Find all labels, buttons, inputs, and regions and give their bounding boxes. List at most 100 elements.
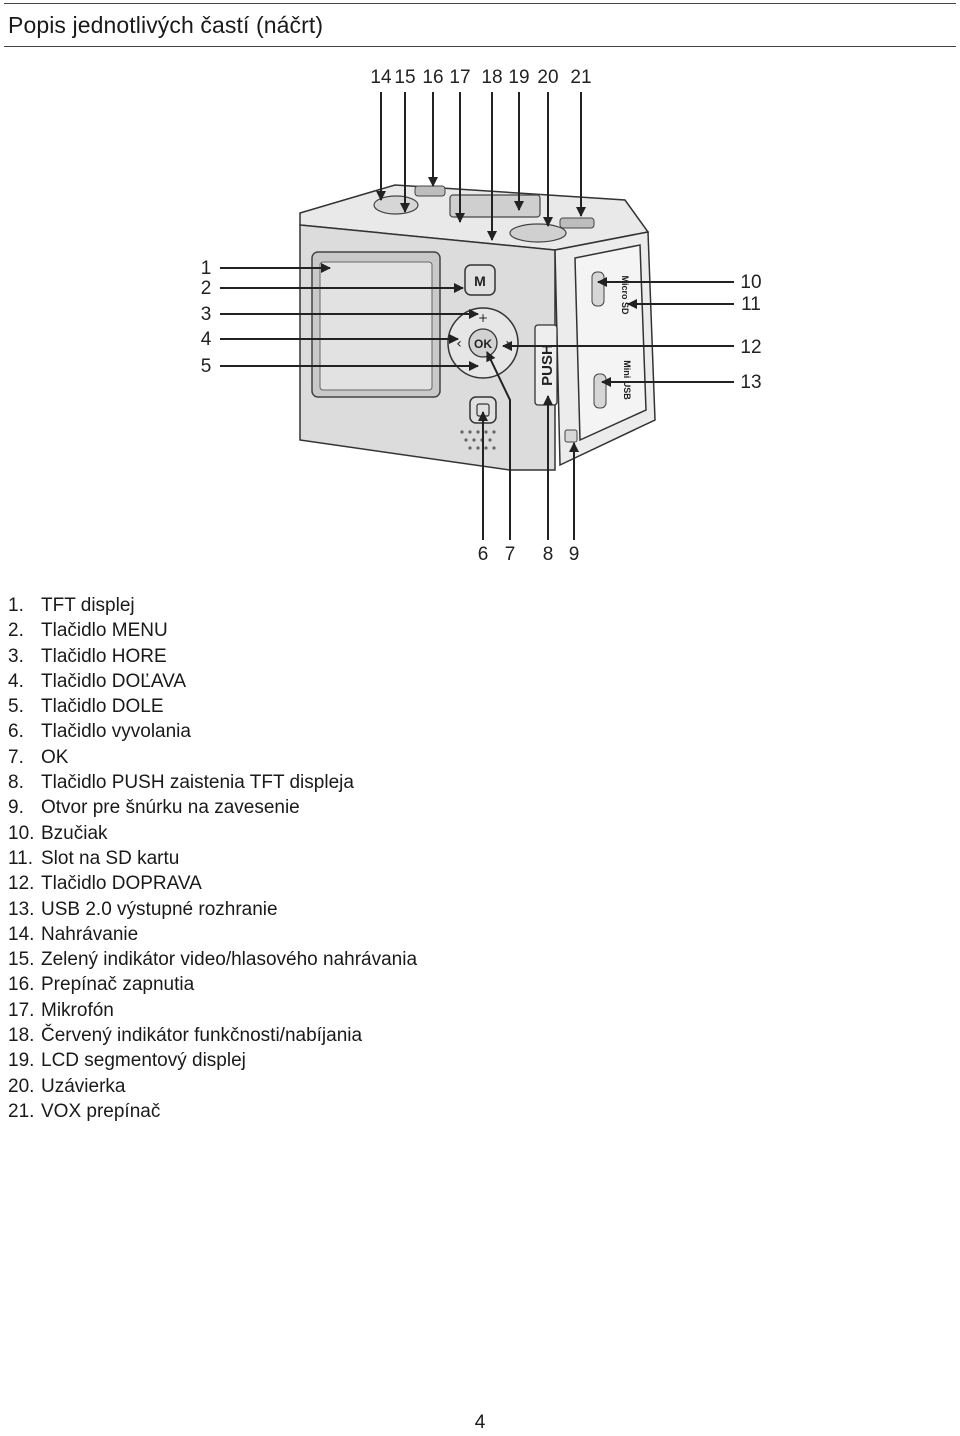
list-item: 21.VOX prepínač (8, 1099, 417, 1124)
list-item-number: 11. (8, 847, 34, 869)
list-item: 4.Tlačidlo DOĽAVA (8, 669, 417, 694)
list-item-text: TFT displej (41, 595, 135, 616)
list-item-number: 18. (8, 1025, 35, 1047)
list-item: 6. Tlačidlo vyvolania (8, 719, 417, 744)
list-item-number: 3. (8, 645, 24, 667)
callout-16: 16 (422, 67, 443, 88)
callout-5: 5 (201, 356, 212, 377)
list-item-number: 17. (8, 999, 35, 1021)
list-item: 7.OK (8, 745, 417, 770)
list-item-text: Tlačidlo MENU (41, 620, 168, 642)
callout-7: 7 (505, 544, 516, 565)
top-rule (4, 3, 956, 4)
list-item-text: Tlačidlo vyvolania (41, 721, 191, 743)
list-item: 2. Tlačidlo MENU (8, 618, 417, 643)
callout-17: 17 (449, 67, 470, 88)
list-item: 8. Tlačidlo PUSH zaistenia TFT displeja (8, 770, 417, 795)
page-number: 4 (474, 1412, 486, 1433)
list-item-text: Nahrávanie (41, 923, 139, 945)
list-item-number: 8. (8, 772, 24, 794)
left-glyph: ‹ (456, 336, 462, 352)
tft-display (311, 251, 441, 398)
callout-19: 19 (508, 67, 529, 88)
navigation-pad: OK + ‹ › (447, 307, 519, 379)
list-item: 17. Mikrofón (8, 998, 417, 1023)
list-item-text: Tlačidlo DOPRAVA (41, 873, 202, 895)
list-item-number: 14. (8, 923, 35, 945)
list-item-text: USB 2.0 výstupné rozhranie (41, 898, 278, 920)
list-item-number: 5. (8, 696, 24, 718)
callouts-right: 10 11 12 13 (740, 272, 761, 393)
list-item-number: 16. (8, 974, 35, 996)
list-item-text: Červený indikátor funkčnosti/nabíjania (41, 1025, 363, 1047)
callout-21: 21 (570, 67, 591, 88)
list-item-number: 19. (8, 1050, 35, 1072)
list-item-text: Tlačidlo HORE (41, 645, 167, 667)
leader-lines-top (376, 92, 586, 241)
list-item-number: 15. (8, 949, 35, 971)
list-item-text: Zelený indikátor video/hlasového nahráva… (41, 949, 418, 971)
list-item-text: Prepínač zapnutia (41, 974, 195, 996)
list-item-text: Uzávierka (41, 1075, 126, 1097)
parts-list: 1.TFT displej 2. Tlačidlo MENU 3. Tlačidlo… (8, 593, 417, 1124)
list-item-text: VOX prepínač (41, 1100, 161, 1122)
list-item: 14. Nahrávanie (8, 922, 417, 947)
list-item-text: Mikrofón (41, 999, 114, 1021)
list-item-number: 6. (8, 721, 24, 743)
menu-button: M (464, 264, 496, 296)
device-diagram: M OK + ‹ › PUSH Micro SD (0, 56, 960, 576)
list-item-text: Otvor pre šnúrku na zavesenie (41, 797, 300, 819)
callout-13: 13 (740, 372, 761, 393)
ok-button (468, 328, 498, 358)
callout-9: 9 (569, 544, 580, 565)
callout-6: 6 (478, 544, 489, 565)
list-item-text: Bzučiak (41, 822, 108, 844)
list-item-number: 12. (8, 873, 35, 895)
power-switch (414, 185, 446, 197)
callout-12: 12 (740, 337, 761, 358)
leader-lines-bottom (478, 351, 579, 540)
callout-10: 10 (740, 272, 761, 293)
callout-2: 2 (201, 278, 212, 299)
right-glyph: › (505, 336, 511, 352)
list-item-number: 2. (8, 620, 24, 642)
leader-lines-left (220, 263, 479, 371)
push-label: PUSH (539, 344, 556, 386)
list-item: 10. Bzučiak (8, 821, 417, 846)
list-item-text: Tlačidlo PUSH zaistenia TFT displeja (41, 772, 354, 794)
callout-11: 11 (741, 294, 761, 315)
list-item-text: OK (41, 746, 69, 768)
strap-hole (564, 429, 578, 443)
list-item-number: 10. (8, 822, 35, 844)
lcd-segment-display (449, 194, 541, 218)
shutter-button (509, 223, 567, 243)
list-item: 20. Uzávierka (8, 1074, 417, 1099)
list-item-number: 20. (8, 1075, 35, 1097)
callout-4: 4 (201, 329, 212, 350)
list-item-text: Tlačidlo DOĽAVA (41, 670, 187, 692)
list-item: 15. Zelený indikátor video/hlasového nahr… (8, 947, 417, 972)
page-title: Popis jednotlivých častí (náčrt) (8, 12, 324, 38)
list-item: 11.Slot na SD kartu (8, 846, 417, 871)
list-item-number: 13. (8, 898, 35, 920)
title-underline (4, 46, 956, 47)
mini-usb-label: Mini USB (622, 360, 632, 400)
list-item: 18. Červený indikátor funkčnosti/nabíjani… (8, 1023, 417, 1048)
list-item: 16. Prepínač zapnutia (8, 972, 417, 997)
up-glyph: + (478, 311, 488, 325)
list-item-number: 9. (8, 797, 24, 819)
list-item: 12. Tlačidlo DOPRAVA (8, 871, 417, 896)
list-item: 5. Tlačidlo DOLE (8, 694, 417, 719)
list-item-text: Tlačidlo DOLE (41, 696, 164, 718)
speaker-grille (460, 430, 496, 450)
micro-sd-label: Micro SD (620, 275, 630, 315)
vox-switch (559, 217, 595, 229)
list-item: 3. Tlačidlo HORE (8, 644, 417, 669)
mini-usb-port (593, 373, 607, 409)
leader-lines-right (502, 277, 734, 387)
list-item: 19.LCD segmentový displej (8, 1048, 417, 1073)
list-item: 1.TFT displej (8, 593, 417, 618)
ok-button-label: OK (474, 337, 492, 351)
callout-20: 20 (537, 67, 558, 88)
callout-1: 1 (201, 258, 212, 279)
